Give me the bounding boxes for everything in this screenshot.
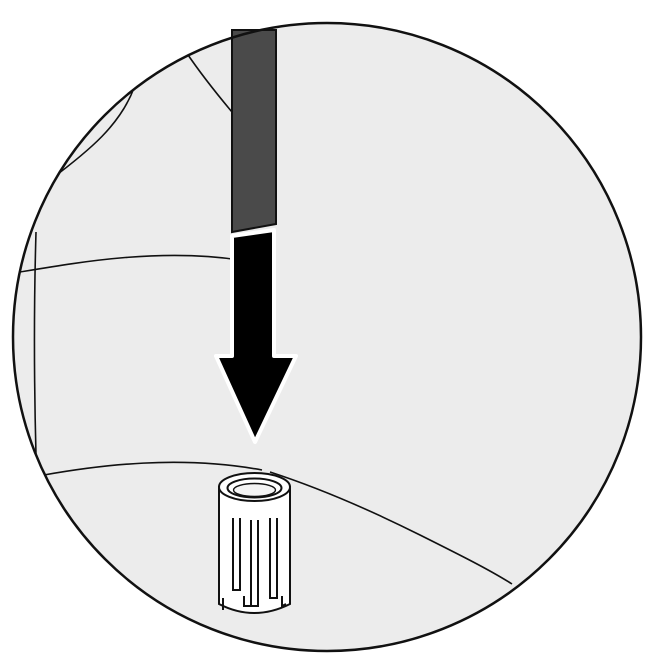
detail-circle-outline [11,21,643,653]
tool-shaft [231,29,277,234]
contour-line [33,231,37,456]
contour-line [185,51,233,113]
contour-line [19,254,241,273]
sleeve-body [218,486,291,614]
sleeve-inner-wall [232,482,277,498]
contour-line [49,87,135,181]
contour-line [269,471,513,585]
sleeve-slot [269,518,278,599]
slotted-sleeve-icon [218,472,291,614]
arrow-down-icon [214,228,298,444]
sleeve-slots [222,518,287,610]
contour-line [43,461,263,476]
sleeve-slot [232,518,241,591]
background-contours [19,51,513,585]
sleeve-slot [250,520,259,607]
sleeve-notch [281,596,287,608]
detail-circle [13,23,641,651]
sleeve-notch [222,596,250,610]
